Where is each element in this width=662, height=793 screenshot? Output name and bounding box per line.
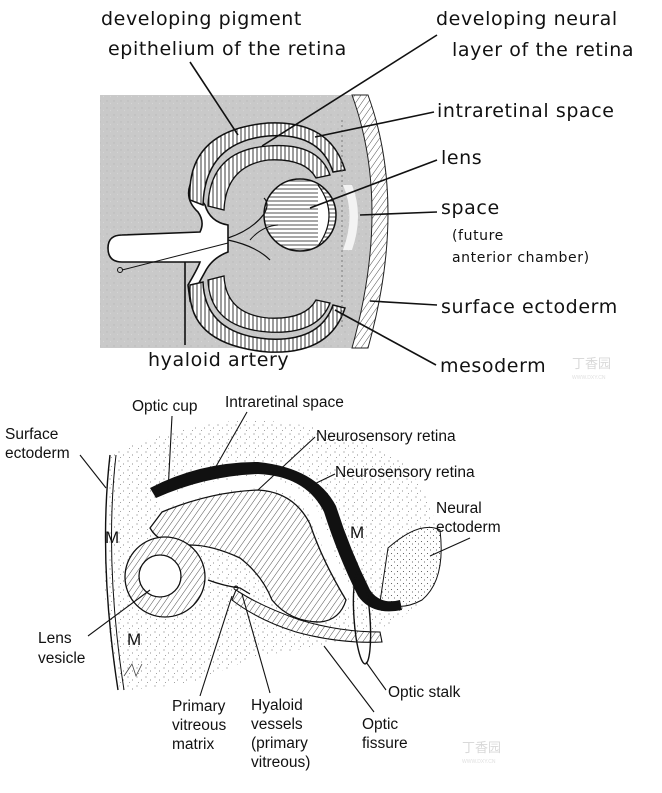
label-primary: Primary — [172, 698, 226, 715]
label-developing-pigment: developing pigment — [101, 8, 302, 30]
leader-optic-stalk — [365, 661, 387, 691]
label-developing-neural: developing neural — [436, 8, 618, 30]
label-mesoderm: mesoderm — [440, 355, 546, 377]
label-neural-layer: layer of the retina — [452, 39, 634, 61]
label-optic: Optic — [362, 716, 398, 733]
leader-optic-cup — [167, 415, 173, 493]
label-intraretinal-space: Intraretinal space — [225, 394, 344, 411]
label-matrix: matrix — [172, 736, 214, 753]
leader-surface-ectoderm-bot — [79, 454, 107, 489]
leader-space — [359, 211, 438, 216]
label-neurosensory-retina-2: Neurosensory retina — [335, 464, 475, 481]
leader-neural — [261, 34, 438, 147]
watermark-brand-top: 丁香园 — [572, 356, 611, 371]
leader-neurosensory-2 — [305, 473, 336, 489]
leader-lens-vesicle — [87, 589, 151, 637]
leader-lens — [309, 159, 438, 209]
lower-neural-layer — [207, 275, 331, 333]
label-vessels: vessels — [251, 716, 303, 733]
optic-stalk-wall — [231, 589, 383, 643]
leader-neurosensory-1 — [257, 436, 316, 491]
label-surface-ectoderm-top: surface ectoderm — [441, 296, 618, 318]
label-ectoderm: ectoderm — [5, 445, 70, 462]
upper-diagram: developing pigment epithelium of the ret… — [100, 8, 634, 381]
optic-cup-pigment-layer — [150, 462, 402, 612]
leader-pigment — [189, 61, 239, 136]
leader-primary-vitreous — [199, 595, 233, 697]
label-neurosensory-retina-1: Neurosensory retina — [316, 428, 456, 445]
label-hyaloid-artery: hyaloid artery — [148, 349, 289, 371]
label-hyaloid: Hyaloid — [251, 697, 303, 714]
optic-fissure-outline — [352, 571, 372, 665]
leader-intraretinal — [314, 111, 435, 138]
watermark-url-top: WWW.DXY.CN — [572, 375, 606, 381]
label-surface: Surface — [5, 426, 58, 443]
upper-neural-layer — [207, 144, 331, 211]
leader-optic-fissure — [323, 645, 375, 713]
label-neural: Neural — [436, 500, 482, 517]
label-optic-stalk: Optic stalk — [388, 684, 461, 701]
optic-stalk — [107, 183, 229, 303]
leader-surface-ectoderm — [369, 300, 438, 306]
leader-mesoderm — [334, 309, 437, 366]
lower-diagram: Surface ectoderm Optic cup Intraretinal … — [5, 394, 501, 771]
leader-hyaloid-vessels — [241, 593, 271, 694]
lens-vesicle-lumen — [138, 554, 182, 598]
label-space: space — [441, 197, 500, 219]
label-intraretinal-space-top: intraretinal space — [437, 100, 615, 122]
label-lens-top: lens — [441, 147, 482, 169]
watermark-url-bottom: WWW.DXY.CN — [462, 759, 496, 765]
label-pigment-epithelium: epithelium of the retina — [108, 38, 347, 60]
lower-pigment-epithelium — [189, 281, 346, 353]
neurosensory-retina — [149, 489, 347, 623]
label-vitreous: vitreous — [172, 717, 227, 734]
label-future: (future — [452, 228, 504, 244]
surface-ectoderm-band — [351, 94, 389, 349]
hyaloid-vessel — [207, 579, 251, 595]
leader-intraretinal-bot — [213, 411, 248, 471]
label-neural-ectoderm: ectoderm — [436, 519, 501, 536]
upper-pigment-epithelium — [189, 122, 346, 207]
label-lens: Lens — [38, 630, 72, 647]
anterior-chamber-space — [343, 185, 358, 250]
label-optic-cup: Optic cup — [132, 398, 197, 415]
label-anterior-chamber: anterior chamber) — [452, 250, 590, 266]
watermark-brand-bottom: 丁香园 — [462, 740, 501, 755]
leader-neural-ectoderm — [429, 537, 471, 557]
label-m-lower-left: M — [127, 630, 141, 649]
label-m-upper-left: M — [105, 528, 119, 547]
label-m-right: M — [350, 523, 364, 542]
label-primary-paren: (primary — [251, 735, 308, 752]
label-fissure: fissure — [362, 735, 408, 752]
surface-ectoderm-line — [104, 454, 119, 691]
label-vitreous-paren: vitreous) — [251, 754, 310, 771]
label-vesicle: vesicle — [38, 650, 85, 667]
